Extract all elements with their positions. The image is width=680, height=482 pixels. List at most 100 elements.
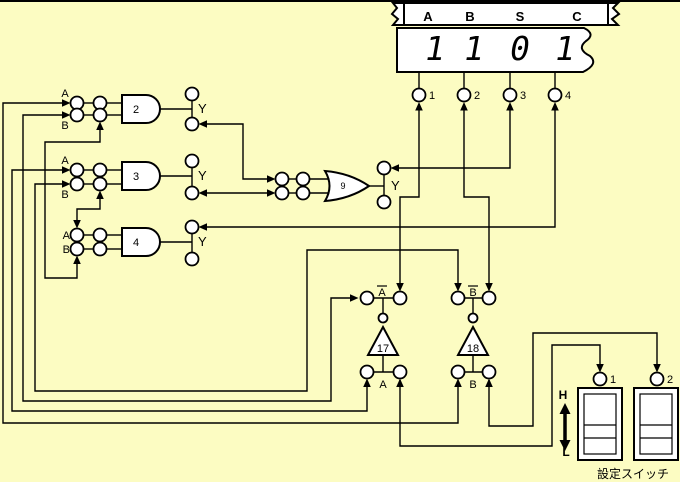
or-gate-9-body [323, 169, 371, 203]
setting-switch-caption: 設定スイッチ [597, 466, 669, 481]
or9-y-terminal-top[interactable] [376, 160, 392, 176]
bbar-terminal-left[interactable] [450, 290, 466, 306]
patch-wires [2, 102, 661, 447]
gate4-input-a-terminal-1[interactable] [69, 227, 85, 243]
and-gate-2-body [121, 94, 161, 124]
and-gate-3-body [121, 161, 161, 191]
or9-input-2-terminal-2[interactable] [295, 185, 311, 201]
wire-gate2b-gate4b [44, 129, 101, 279]
gate4-y-terminal-bottom[interactable] [184, 251, 200, 267]
gate3-a-arrow-icon [62, 166, 71, 174]
gate2-input-b-terminal-1[interactable] [69, 107, 85, 123]
gate4-pin-a-label: A [63, 230, 71, 242]
gate4-input-a-terminal-2[interactable] [92, 227, 108, 243]
gate2-input-a-terminal-1[interactable] [69, 95, 85, 111]
wire-a-switch1 [399, 344, 601, 447]
bbar-terminal-right[interactable] [481, 290, 497, 306]
b-terminal-right[interactable] [481, 364, 497, 380]
and-gate-4-number: 4 [133, 237, 139, 249]
switch1-terminal[interactable] [592, 371, 608, 387]
high-low-arrow-icon [559, 403, 571, 451]
inverter-17-bubble-icon [377, 312, 389, 324]
inverter-17-number: 17 [377, 343, 389, 355]
a-terminal-left[interactable] [359, 364, 375, 380]
gate4-pin-b-label: B [63, 244, 70, 256]
gate4-input-b-terminal-2[interactable] [92, 241, 108, 257]
switch2-number: 2 [667, 374, 673, 386]
tape-body [403, 2, 609, 26]
or9-in1-arrow-icon [267, 175, 276, 183]
display-terminal-3-label: 3 [520, 90, 526, 102]
gate3-input-b-terminal-2[interactable] [92, 176, 108, 192]
gate3-pin-a-label: A [61, 155, 69, 167]
gate3-y-terminal-bottom[interactable] [184, 185, 200, 201]
or9-y-terminal-bottom[interactable] [376, 194, 392, 210]
switch1-body[interactable] [577, 387, 623, 461]
inverter-18-number: 18 [467, 343, 479, 355]
wire-asource-gate3a [11, 169, 368, 412]
switch2-slider[interactable] [639, 393, 673, 455]
gate3-input-a-terminal-1[interactable] [69, 162, 85, 178]
or-gate-9-number: 9 [340, 181, 345, 191]
inverter-17: A 17 A [359, 285, 408, 391]
b-terminal-left[interactable] [450, 364, 466, 380]
a-source-label: A [379, 379, 387, 391]
wire-t4-gate4y [206, 108, 556, 228]
a-terminal-right[interactable] [392, 364, 408, 380]
display-terminal-1[interactable] [411, 87, 427, 103]
gate4-input-b-terminal-1[interactable] [69, 241, 85, 257]
gate2-y-terminal-top[interactable] [184, 86, 200, 102]
switch2-body[interactable] [633, 387, 679, 461]
wire-t2-bbar [463, 108, 490, 286]
and-gate-3: 3 A B Y [61, 153, 207, 201]
gate3-input-b-terminal-1[interactable] [69, 176, 85, 192]
or9-input-2-terminal-1[interactable] [274, 185, 290, 201]
tape-header: A B S C [390, 2, 621, 26]
gate2-b-arrow-icon [62, 111, 71, 119]
tape-col-a: A [423, 9, 433, 24]
display-terminal-2-label: 2 [474, 90, 480, 102]
gate3-y-terminal-top[interactable] [184, 153, 200, 169]
and-gate-4: 4 A B Y [63, 219, 207, 267]
and-gate-2-number: 2 [133, 104, 139, 116]
a-bar-label: A [378, 287, 386, 299]
and-gate-3-number: 3 [133, 171, 139, 183]
switch2-terminal[interactable] [649, 371, 665, 387]
tape-torn-left [390, 2, 405, 26]
switch-low-label: L [562, 445, 569, 459]
gate2-pin-b-label: B [61, 120, 68, 132]
display-terminal-1-label: 1 [429, 90, 435, 102]
gate3-input-a-terminal-2[interactable] [92, 162, 108, 178]
tape-col-c: C [572, 9, 582, 24]
display-terminal-4-label: 4 [565, 90, 571, 102]
gate3-y-label: Y [198, 168, 207, 183]
display-terminal-3[interactable] [502, 87, 518, 103]
or9-in2-arrow-icon [267, 189, 276, 197]
gate2-input-a-terminal-2[interactable] [92, 95, 108, 111]
or-gate-9: 9 Y [267, 160, 400, 210]
wire-bsource-gate2a [2, 102, 459, 424]
switch-high-label: H [559, 388, 568, 402]
gate2-input-b-terminal-2[interactable] [92, 107, 108, 123]
abar-terminal-right[interactable] [392, 290, 408, 306]
or9-input-1-terminal-1[interactable] [274, 171, 290, 187]
b-bar-label: B [469, 287, 476, 299]
gate4-y-terminal-top[interactable] [184, 219, 200, 235]
tape-torn-right [607, 2, 621, 26]
b-source-label: B [469, 379, 476, 391]
or9-input-1-terminal-2[interactable] [295, 171, 311, 187]
setting-switch-panel: 1 2 H L 設定スイッチ [559, 371, 679, 481]
gate2-y-terminal-bottom[interactable] [184, 116, 200, 132]
wire-abar-gate2b [22, 114, 351, 402]
inverter-18-bubble-icon [467, 312, 479, 324]
wire-gate2y-or9in1 [206, 123, 267, 180]
abar-terminal-left[interactable] [359, 290, 375, 306]
display-terminal-4[interactable] [547, 87, 563, 103]
gate2-y-label: Y [198, 101, 207, 116]
tape-col-b: B [465, 9, 474, 24]
gate4-y-label: Y [198, 234, 207, 249]
display-terminal-2[interactable] [456, 87, 472, 103]
switch1-slider[interactable] [583, 393, 617, 455]
